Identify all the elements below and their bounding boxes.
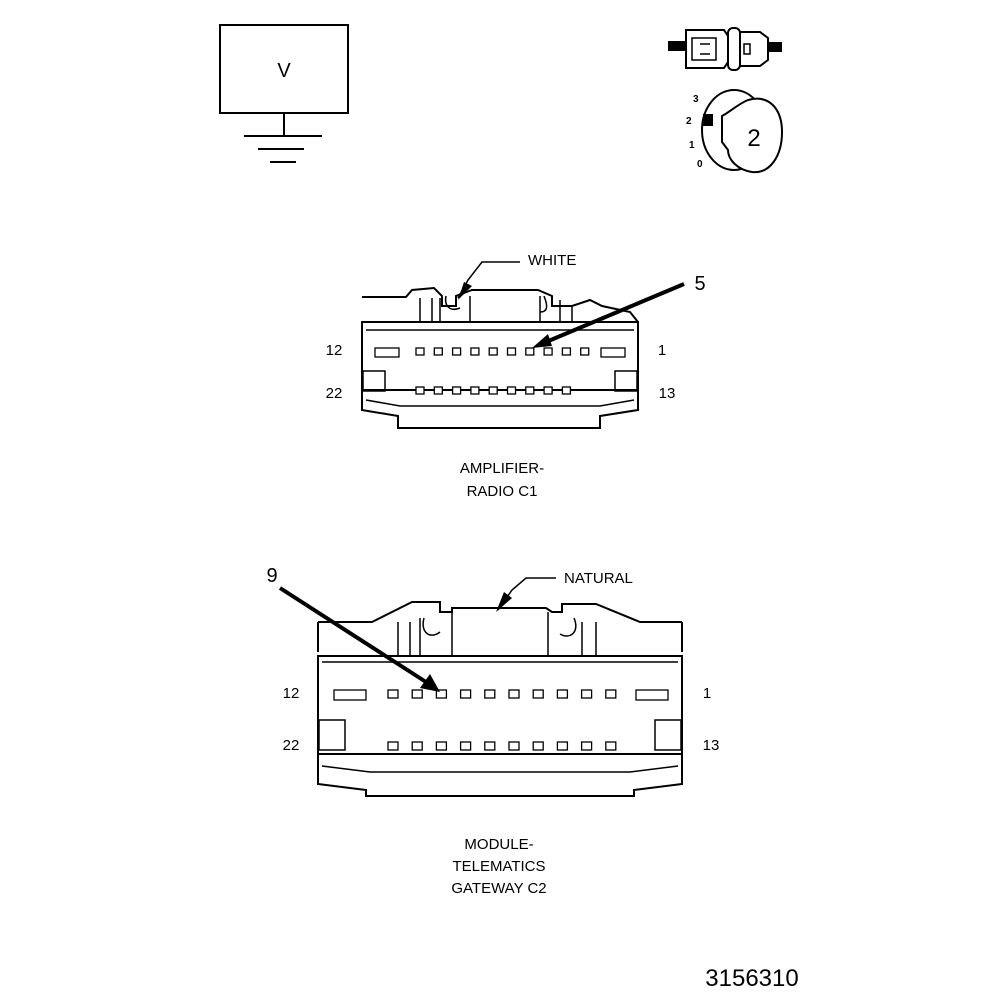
c1-color-callout: WHITE [457, 252, 576, 300]
c2-housing-color: NATURAL [564, 570, 633, 587]
connector-c1 [361, 286, 639, 429]
c1-top-pin-cavity [525, 347, 535, 356]
c2-top-pin-cavity [484, 689, 496, 699]
c2-caption-line3: GATEWAY C2 [451, 880, 546, 897]
c1-top-pin-cavity [415, 347, 425, 356]
c2-label-pin-22: 22 [283, 737, 300, 754]
rotary-selector-icon: 3 2 1 0 2 [686, 89, 784, 174]
c1-label-pin-13: 13 [659, 385, 676, 402]
c1-bottom-pin-cavity [506, 386, 517, 395]
probe-connector-icon [668, 27, 782, 71]
c2-top-pin-cavity [580, 689, 593, 699]
c1-housing-color: WHITE [528, 252, 576, 269]
c2-bottom-pin-cavity [580, 741, 593, 751]
c2-bottom-pin-cavity [387, 741, 399, 751]
c2-bottom-pin-cavity [605, 741, 617, 751]
c1-bottom-pin-cavity [525, 386, 535, 395]
c1-label-pin-22: 22 [326, 385, 343, 402]
voltmeter-symbol: V [219, 24, 349, 136]
c1-top-pin-cavity [451, 347, 462, 356]
c2-top-pin-cavity [556, 689, 569, 699]
c2-bottom-pin-cavity [484, 741, 496, 751]
c1-bottom-pin-cavity [470, 386, 480, 395]
c1-caption-line1: AMPLIFIER- [460, 460, 544, 477]
c2-caption-line1: MODULE- [464, 836, 533, 853]
c2-top-pin-cavity [411, 689, 423, 699]
c2-top-pin-cavity [605, 689, 617, 699]
c2-bottom-pin-cavity [459, 741, 472, 751]
c1-caption-line2: RADIO C1 [467, 483, 538, 500]
c1-top-pin-cavity [433, 347, 443, 356]
c2-label-pin-12: 12 [283, 685, 300, 702]
figure-number: 3156310 [705, 965, 798, 992]
c1-bottom-pin-cavity [415, 386, 425, 395]
c1-label-pin-1: 1 [658, 342, 666, 359]
c2-bottom-pin-cavity [508, 741, 520, 751]
selector-position-3: 3 [693, 94, 699, 105]
c1-top-pin-cavity [561, 347, 572, 356]
selector-position-2: 2 [686, 116, 692, 127]
c2-pin-callout: 9 [266, 565, 440, 692]
c2-top-pin-cavity [508, 689, 520, 699]
c1-bottom-pin-cavity [488, 386, 498, 395]
c1-pin-callout: 5 [532, 273, 706, 348]
c1-top-pin-cavity [506, 347, 517, 356]
c2-bottom-pin-cavity [556, 741, 569, 751]
c1-top-pin-cavity [543, 347, 553, 356]
c1-bottom-pin-cavity [451, 386, 462, 395]
c1-label-pin-12: 12 [326, 342, 343, 359]
connector-c2 [317, 601, 683, 797]
c2-label-pin-1: 1 [703, 685, 711, 702]
c2-top-pin-cavity [459, 689, 472, 699]
ground-icon [244, 135, 322, 163]
c1-callout-pin-number: 5 [694, 273, 705, 295]
c2-bottom-pin-cavity [435, 741, 448, 751]
c2-top-pin-cavity [532, 689, 544, 699]
c2-color-callout: NATURAL [496, 570, 633, 612]
c1-bottom-pin-cavity [433, 386, 443, 395]
c2-bottom-pin-cavity [532, 741, 544, 751]
c1-top-pin-cavity [470, 347, 480, 356]
c2-callout-pin-number: 9 [266, 565, 277, 587]
c2-caption-line2: TELEMATICS [452, 858, 545, 875]
c1-top-pin-cavity [580, 347, 590, 356]
c2-label-pin-13: 13 [703, 737, 720, 754]
selector-selected-value: 2 [747, 125, 760, 152]
c1-top-pin-cavity [488, 347, 498, 356]
voltmeter-label: V [277, 60, 291, 82]
c1-bottom-pin-cavity [561, 386, 572, 395]
c2-bottom-pin-cavity [411, 741, 423, 751]
selector-position-1: 1 [689, 140, 695, 151]
c2-top-pin-cavity [387, 689, 399, 699]
c1-bottom-pin-cavity [543, 386, 553, 395]
c2-top-pin-cavity [435, 689, 448, 699]
selector-position-0: 0 [697, 159, 703, 170]
